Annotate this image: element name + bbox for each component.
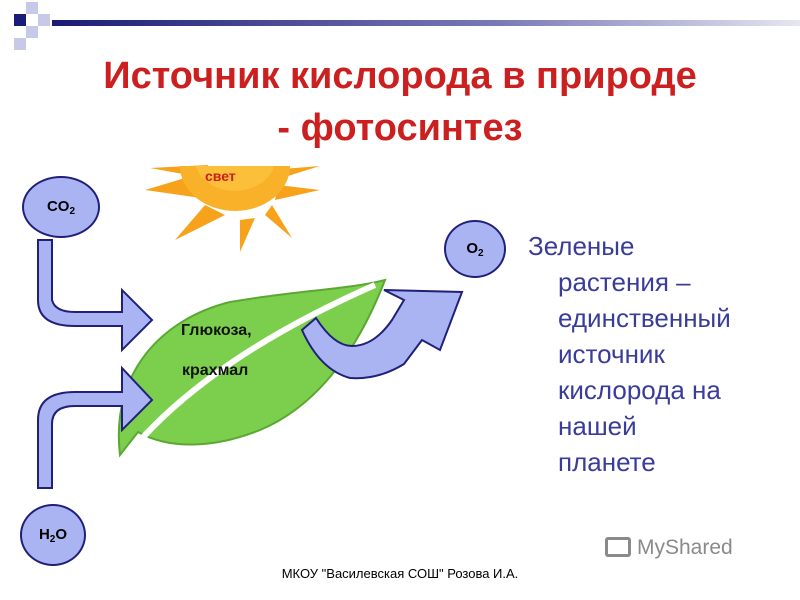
h2o-sub: 2: [49, 534, 56, 545]
title-line-2: - фотосинтез: [277, 107, 523, 149]
o2-sub: 2: [478, 248, 484, 259]
h2o-post: O: [55, 526, 68, 543]
body-line: планете: [558, 447, 656, 477]
o2-arrow: [300, 289, 464, 380]
decor-square: [26, 2, 38, 14]
decor-square: [38, 14, 50, 26]
body-line: растения –: [558, 267, 691, 297]
watermark: MyShared: [605, 536, 733, 560]
body-line: источник: [558, 339, 665, 369]
h2o-arrow: [37, 365, 154, 489]
watermark-logo-icon: [605, 537, 631, 557]
title-line-1: Источник кислорода в природе: [103, 55, 697, 97]
co2-sub: 2: [69, 206, 76, 217]
product-label-2: крахмал: [182, 362, 249, 379]
page-title: Источник кислорода в природе - фотосинте…: [0, 54, 800, 150]
body-line: Зеленые: [528, 231, 635, 261]
sun-icon: [145, 165, 320, 252]
product-label-1: Глюкоза,: [181, 322, 252, 339]
decor-square: [14, 14, 26, 26]
decor-square: [26, 26, 38, 38]
body-line: нашей: [558, 411, 637, 441]
body-line: единственный: [558, 303, 731, 333]
o2-main: O: [466, 240, 479, 257]
watermark-text: MyShared: [637, 536, 733, 559]
o2-bubble: O2: [444, 220, 506, 278]
h2o-pre: H: [38, 526, 50, 543]
h2o-bubble: H2O: [20, 504, 86, 566]
body-line: кислорода на: [558, 375, 721, 405]
co2-arrow: [37, 239, 154, 353]
sun-label: свет: [205, 168, 236, 184]
body-text: Зеленые растения – единственный источник…: [528, 228, 778, 480]
footer-credit: МКОУ "Василевская СОШ" Розова И.А.: [281, 566, 519, 581]
co2-main: CO: [46, 198, 70, 215]
header-bar: [52, 20, 800, 26]
co2-bubble: CO2: [22, 176, 100, 238]
decor-square: [14, 38, 26, 50]
